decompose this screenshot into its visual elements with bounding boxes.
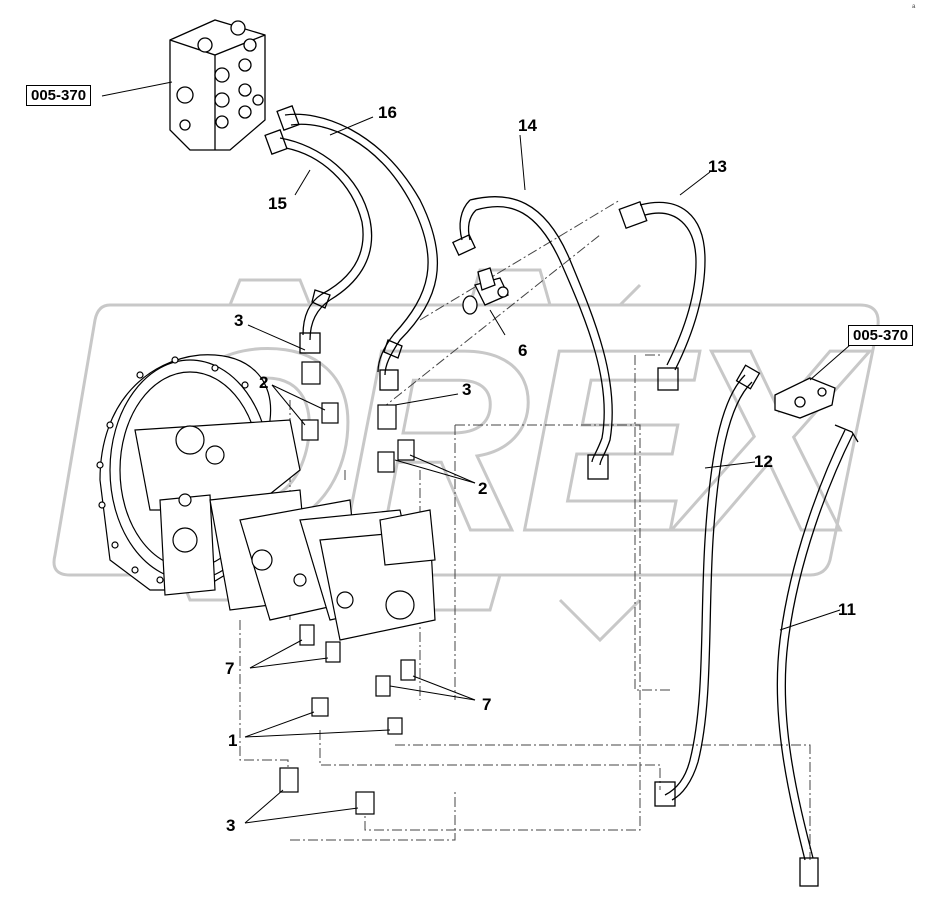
ref-code-box-top-left: 005-370 — [26, 85, 92, 106]
label-15: 15 — [268, 194, 287, 213]
hose-15 — [264, 129, 373, 354]
fitting-3-mid — [377, 404, 397, 430]
fitting-1-a — [311, 697, 329, 717]
label-1: 1 — [228, 731, 238, 750]
fitting-7-left-a — [299, 624, 315, 646]
label-6: 6 — [518, 341, 528, 360]
fitting-3-lower-b — [355, 791, 375, 815]
label-16: 16 — [378, 103, 397, 122]
label-14: 14 — [518, 116, 537, 135]
label-2-right: 2 — [478, 479, 488, 498]
label-7-right: 7 — [482, 695, 492, 714]
label-12: 12 — [754, 452, 773, 471]
tee-fitting-6 — [462, 267, 509, 315]
label-2-left: 2 — [259, 373, 269, 392]
hose-13 — [618, 201, 706, 391]
corner-note: a — [912, 4, 916, 10]
fitting-3-lower-a — [279, 767, 299, 793]
label-3-lower: 3 — [226, 816, 236, 835]
fitting-3-upper-left — [301, 361, 321, 385]
fitting-2-right-b — [397, 439, 415, 461]
valve-block-top — [169, 19, 266, 151]
fitting-2-left-b — [321, 402, 339, 424]
ref-code-box-right: 005-370 — [848, 325, 914, 346]
label-3-mid: 3 — [462, 380, 472, 399]
fitting-7-left-b — [325, 641, 341, 663]
label-13: 13 — [708, 157, 727, 176]
valve-block-right — [774, 377, 836, 419]
label-11: 11 — [838, 600, 856, 619]
fitting-1-b — [387, 717, 403, 735]
fitting-2-right-a — [377, 451, 395, 473]
fitting-7-right-b — [400, 659, 416, 681]
fitting-2-left-a — [301, 419, 319, 441]
fittings — [279, 361, 416, 815]
label-3-upper: 3 — [234, 311, 244, 330]
hose-16 — [276, 105, 439, 391]
hose-12 — [654, 364, 761, 807]
hose-11 — [776, 424, 859, 887]
hose-14 — [452, 196, 613, 480]
fitting-7-right-a — [375, 675, 391, 697]
leader-lines — [101, 81, 851, 824]
label-7-left: 7 — [225, 659, 235, 678]
pump-assembly — [96, 354, 436, 641]
